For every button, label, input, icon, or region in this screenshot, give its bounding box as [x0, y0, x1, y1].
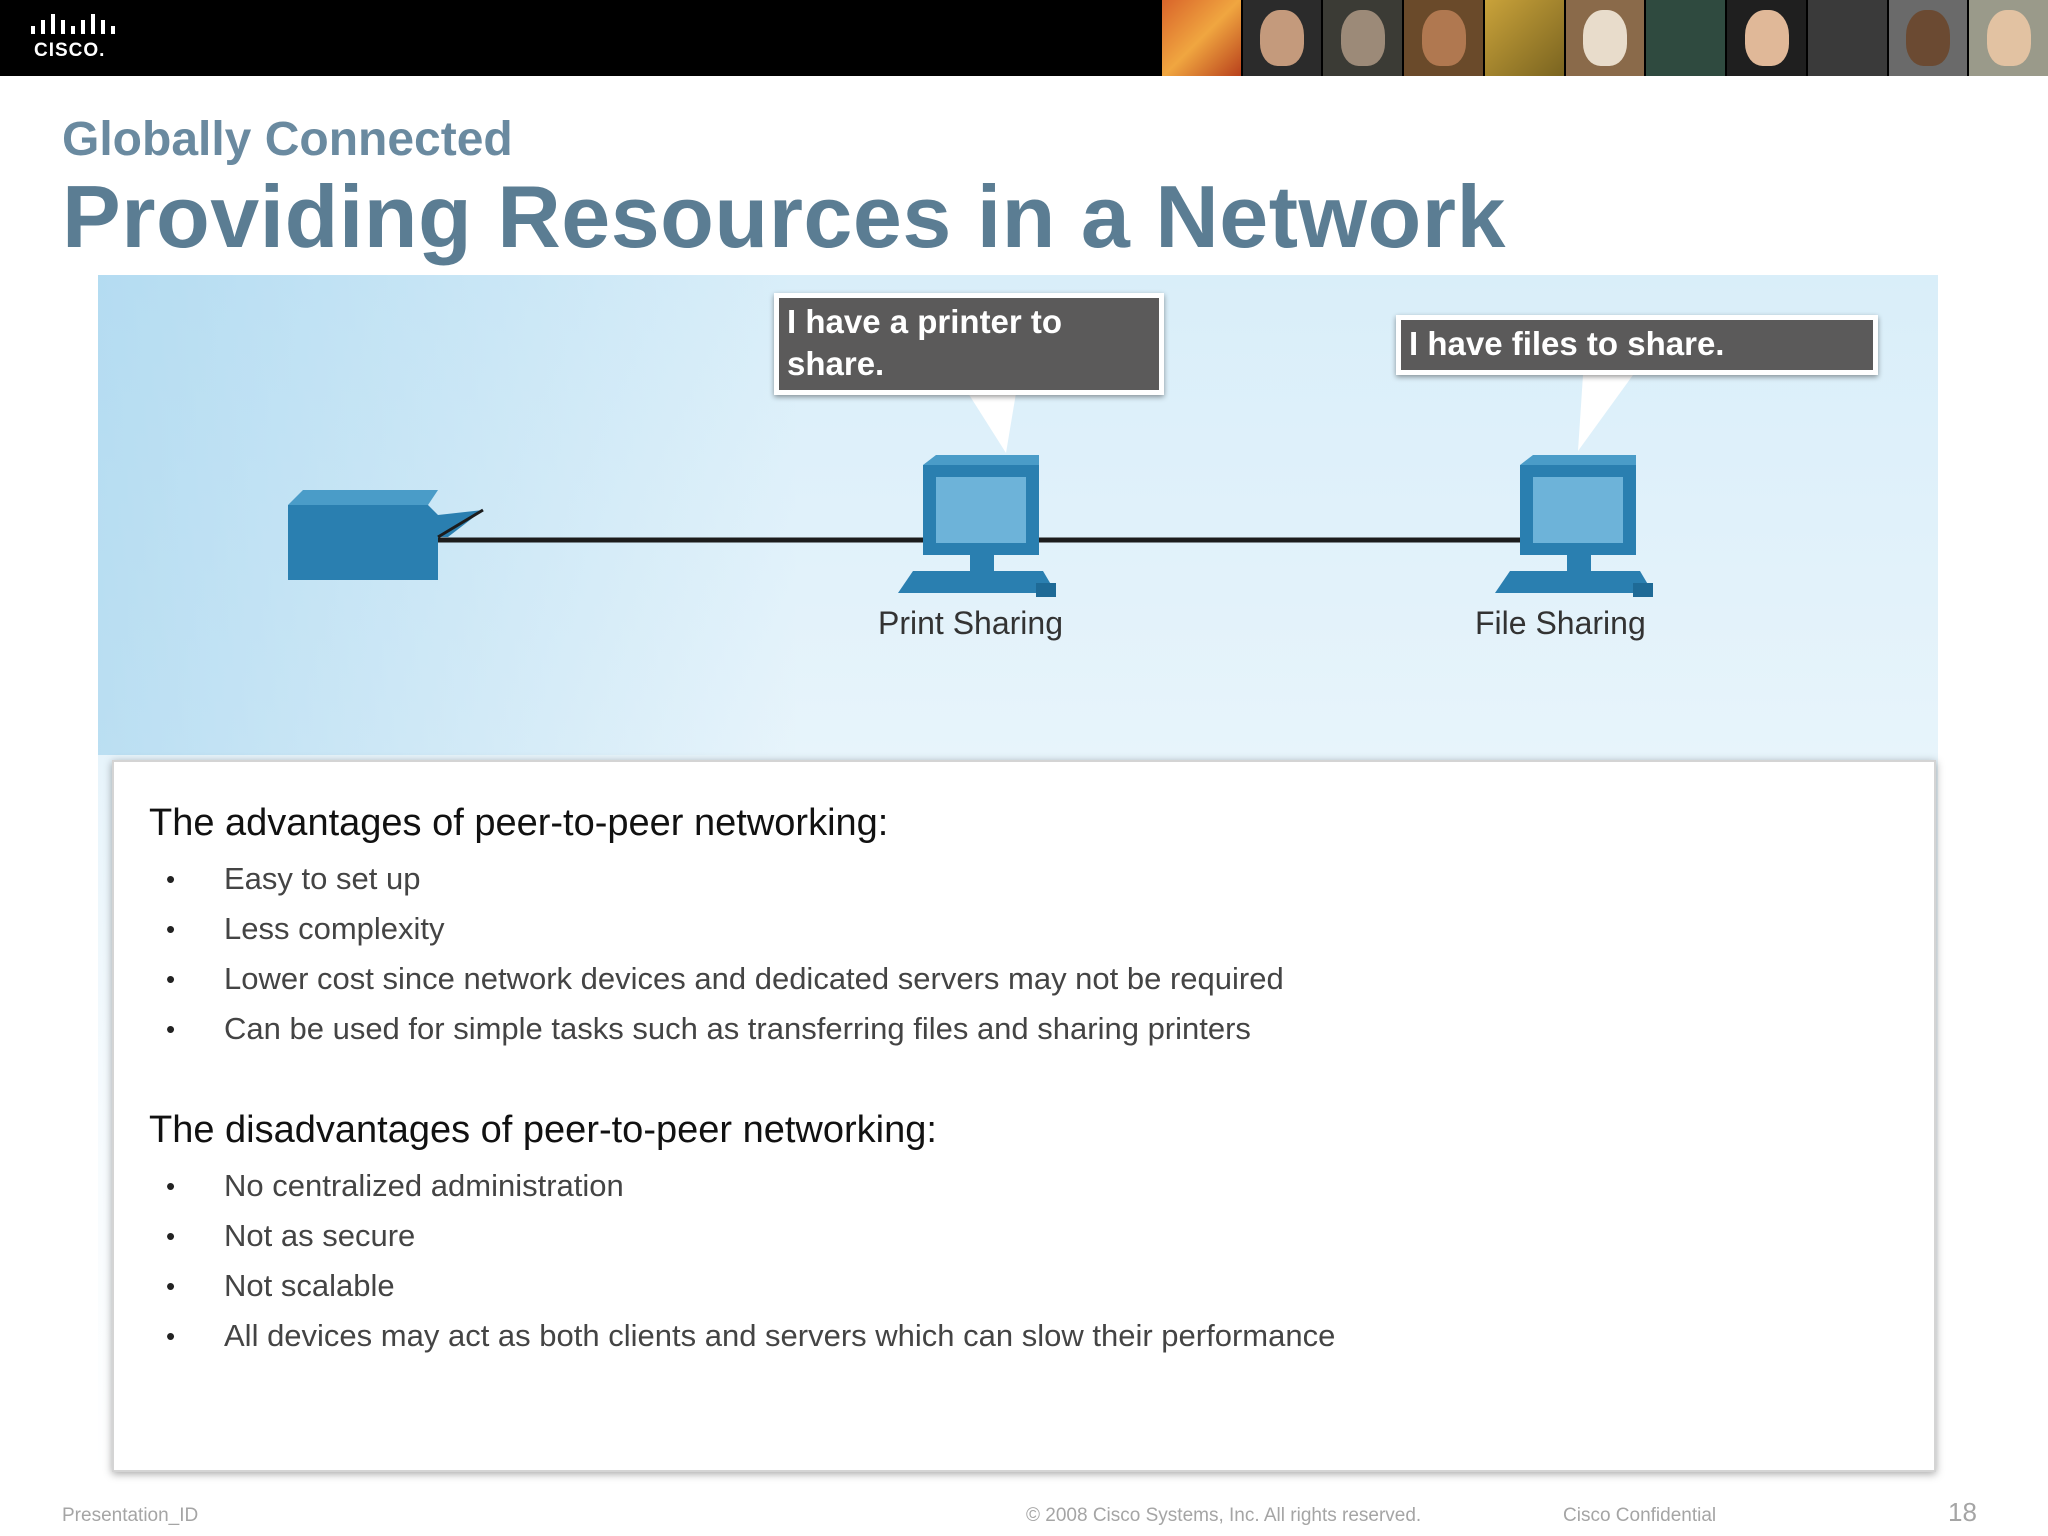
bubble-tail-printer [968, 393, 1016, 453]
list-item: Lower cost since network devices and ded… [166, 954, 1284, 1004]
banner-photo [1805, 0, 1887, 76]
list-item: Easy to set up [166, 854, 1284, 904]
banner-photo [1886, 0, 1968, 76]
banner-photo [1967, 0, 2048, 76]
print-computer-icon [898, 455, 1056, 597]
banner-photo [1482, 0, 1564, 76]
banner-photo [1644, 0, 1726, 76]
page-number: 18 [1948, 1497, 1977, 1527]
slide-subtitle: Globally Connected [62, 113, 513, 166]
list-item: No centralized administration [166, 1161, 1335, 1211]
advantages-heading: The advantages of peer-to-peer networkin… [149, 802, 889, 844]
logo-text: CISCO. [34, 40, 106, 61]
presentation-id: Presentation_ID [62, 1505, 199, 1526]
disadvantages-heading: The disadvantages of peer-to-peer networ… [149, 1109, 937, 1151]
advantages-list: Easy to set up Less complexity Lower cos… [166, 854, 1284, 1054]
top-banner: CISCO. [0, 0, 2048, 76]
list-item: Not scalable [166, 1261, 1335, 1311]
file-sharing-label: File Sharing [1475, 605, 1646, 641]
disadvantages-list: No centralized administration Not as sec… [166, 1161, 1335, 1361]
photo-strip [1160, 0, 2048, 76]
cisco-bars-icon [31, 14, 115, 34]
printer-icon [288, 490, 484, 580]
confidential-label: Cisco Confidential [1563, 1505, 1717, 1526]
banner-photo [1563, 0, 1645, 76]
banner-photo [1160, 0, 1241, 76]
files-speech-bubble: I have files to share. [1396, 315, 1878, 375]
file-computer-icon [1495, 455, 1653, 597]
cisco-logo: CISCO. [30, 14, 120, 64]
list-item: Less complexity [166, 904, 1284, 954]
list-item: Not as secure [166, 1211, 1335, 1261]
list-item: Can be used for simple tasks such as tra… [166, 1004, 1284, 1054]
content-panel: The advantages of peer-to-peer networkin… [112, 760, 1936, 1472]
diagram-drawing [288, 375, 1653, 597]
banner-photo [1402, 0, 1483, 76]
bubble-tail-files [1578, 375, 1633, 451]
banner-photo [1725, 0, 1806, 76]
print-sharing-label: Print Sharing [878, 605, 1063, 641]
banner-photo [1321, 0, 1403, 76]
slide-title: Providing Resources in a Network [62, 167, 1506, 266]
list-item: All devices may act as both clients and … [166, 1311, 1335, 1361]
copyright-text: © 2008 Cisco Systems, Inc. All rights re… [1026, 1505, 1422, 1526]
banner-photo [1240, 0, 1322, 76]
printer-speech-bubble: I have a printer to share. [774, 293, 1164, 395]
